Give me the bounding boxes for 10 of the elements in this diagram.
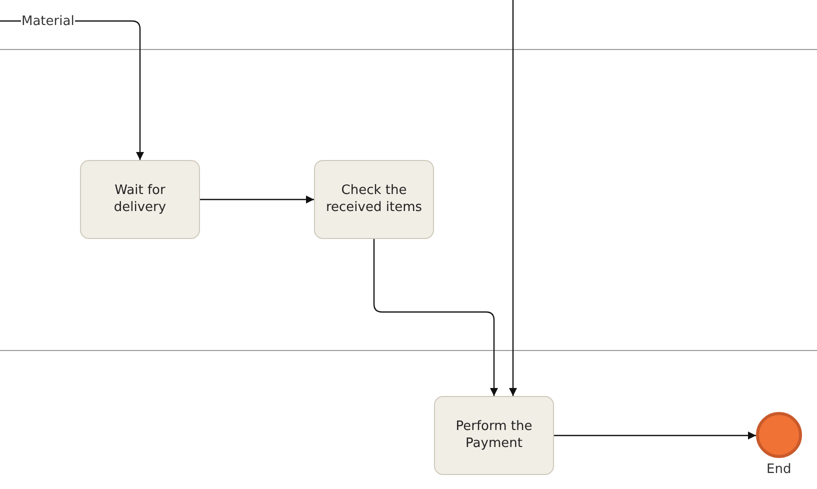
task-box: Check the received items	[314, 160, 434, 239]
edge-label: Material	[20, 14, 76, 28]
task-box: Wait for delivery	[80, 160, 200, 239]
arrow	[509, 0, 517, 396]
event-label: End	[766, 462, 792, 477]
end-event-circle	[756, 412, 802, 458]
task-box: Perform the Payment	[434, 396, 554, 475]
arrow	[200, 196, 314, 204]
arrow	[554, 432, 756, 440]
arrow	[373, 239, 498, 396]
